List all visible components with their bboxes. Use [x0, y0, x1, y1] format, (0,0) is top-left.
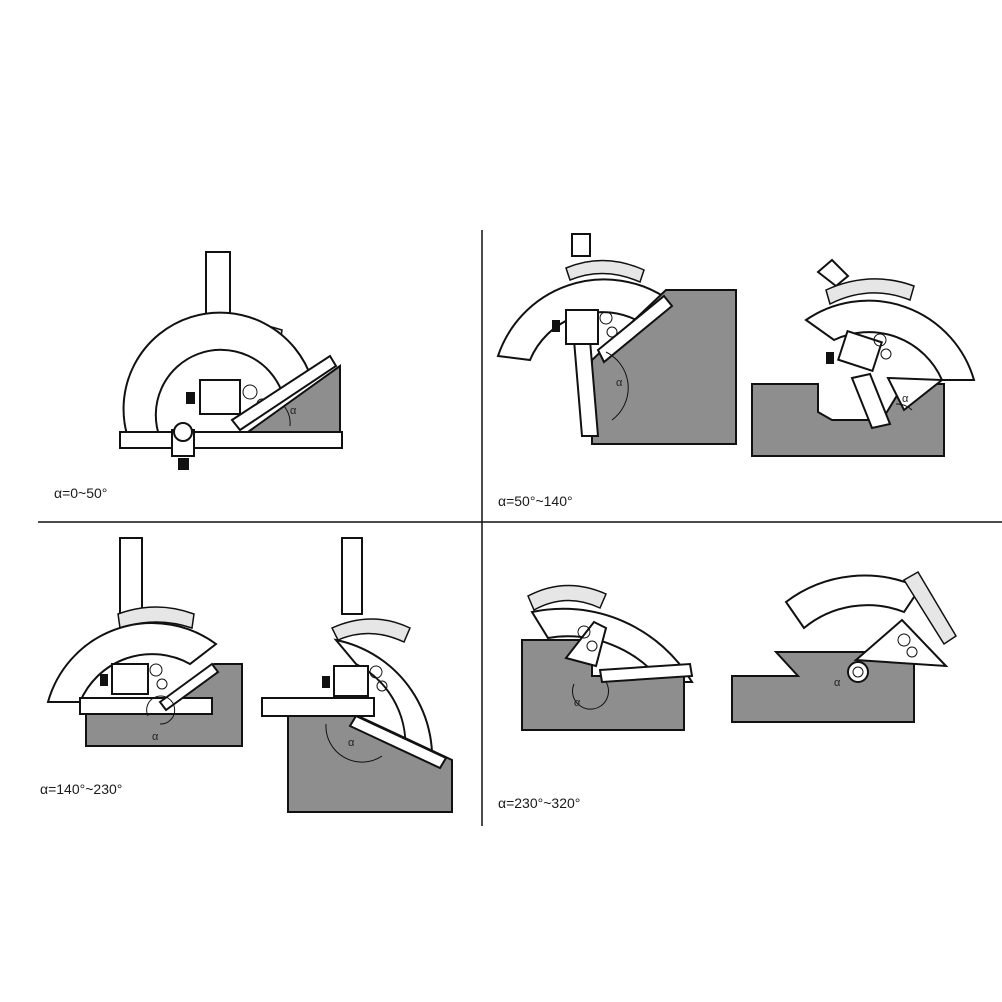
panel-2-alpha-right: α — [902, 393, 909, 405]
panel-2-alpha-left: α — [616, 377, 623, 389]
panel-3-label: α=140°~230° — [40, 781, 122, 797]
workpiece-block-right — [751, 383, 945, 457]
panel-3-diagram: α α — [46, 537, 453, 813]
workpiece-block-c — [521, 639, 685, 731]
panel-4-diagram: α α — [521, 570, 958, 731]
panel-4-label: α=230°~320° — [498, 795, 580, 811]
panel-4-alpha-left: α — [574, 697, 581, 709]
panel-2-diagram: α α — [496, 233, 976, 457]
panel-3-alpha-left: α — [152, 731, 159, 743]
panel-1-label: α=0~50° — [54, 485, 107, 501]
panel-2-label: α=50°~140° — [498, 493, 573, 509]
panel-1-diagram: α — [119, 251, 343, 470]
panel-1-alpha: α — [290, 405, 297, 417]
panel-4-alpha-right: α — [834, 677, 841, 689]
panel-3-alpha-right: α — [348, 737, 355, 749]
